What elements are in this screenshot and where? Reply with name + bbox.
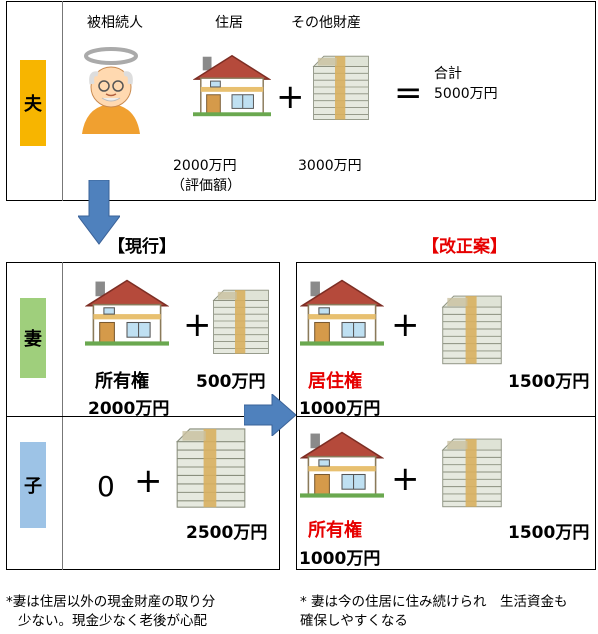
money-stack-icon	[213, 289, 269, 355]
husband-tag: 夫	[20, 60, 46, 146]
current-divider-h	[6, 416, 280, 417]
angel-grandpa-icon	[82, 47, 140, 134]
other-assets-value: 3000万円	[298, 158, 362, 174]
total-label: 合計	[434, 66, 462, 82]
child-current-money: 2500万円	[186, 523, 268, 543]
plus-sign: +	[391, 305, 420, 345]
current-heading: 【現行】	[108, 237, 176, 257]
plus-sign: +	[134, 461, 163, 501]
house-icon	[193, 54, 271, 118]
house-icon	[300, 279, 384, 347]
note-left-line1: *妻は住居以外の現金財産の取り分	[6, 594, 216, 610]
money-stack-icon	[442, 295, 502, 365]
wife-current-money: 500万円	[196, 372, 266, 392]
note-right-line2: 確保しやすくなる	[300, 613, 408, 629]
home-value: 2000万円	[173, 158, 237, 174]
note-right-line1: * 妻は今の住居に住み続けられ 生活資金も	[300, 594, 568, 610]
house-icon	[85, 279, 169, 347]
reform-divider-h	[296, 416, 596, 417]
money-stack-icon	[176, 428, 246, 508]
wife-current-right: 所有権	[95, 371, 149, 392]
plus-sign: +	[391, 459, 420, 499]
wife-reform-right: 居住権	[308, 371, 362, 392]
home-label: 住居	[215, 15, 243, 31]
wife-reform-money: 1500万円	[508, 372, 590, 392]
money-stack-icon	[442, 438, 502, 508]
plus-sign: +	[183, 305, 212, 345]
arrow-right-icon	[244, 394, 296, 436]
child-reform-right: 所有権	[308, 520, 362, 541]
house-icon	[300, 431, 384, 499]
note-left-line2: 少ない。現金少なく老後が心配	[18, 613, 207, 629]
child-tag: 子	[20, 442, 46, 528]
husband-divider	[62, 1, 63, 201]
child-current-zero: 0	[97, 470, 115, 503]
plus-sign: +	[276, 77, 305, 117]
deceased-label: 被相続人	[87, 15, 143, 31]
wife-reform-right-value: 1000万円	[299, 399, 381, 419]
child-reform-money: 1500万円	[508, 523, 590, 543]
equals-sign: =	[394, 73, 423, 113]
arrow-down-icon	[78, 180, 120, 245]
money-stack-icon	[313, 55, 369, 121]
reform-heading: 【改正案】	[422, 237, 507, 257]
wife-current-right-value: 2000万円	[88, 399, 170, 419]
home-value-note: （評価額）	[171, 178, 241, 194]
child-reform-right-value: 1000万円	[299, 549, 381, 569]
other-assets-label: その他財産	[291, 15, 361, 31]
total-value: 5000万円	[434, 86, 498, 102]
wife-tag: 妻	[20, 298, 46, 378]
